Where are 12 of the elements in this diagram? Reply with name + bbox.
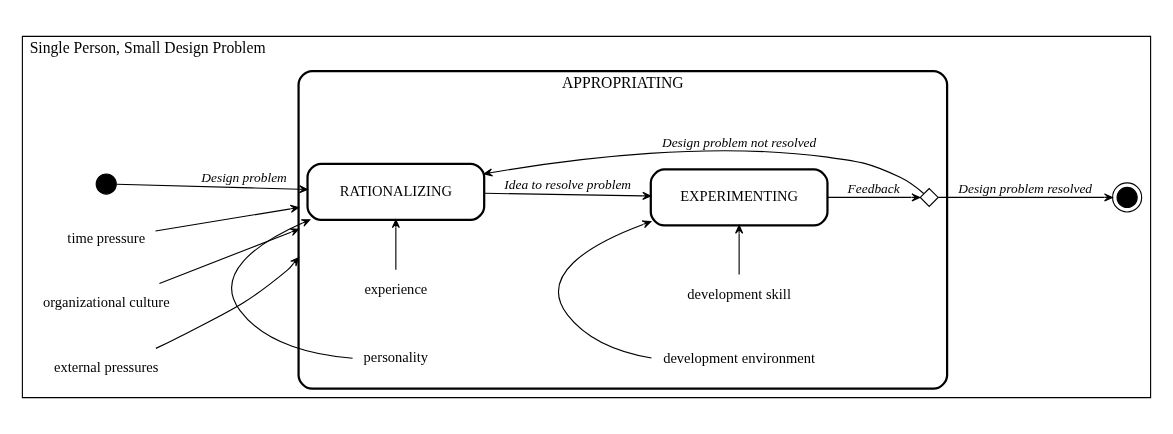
- node-text: organizational culture: [42, 294, 170, 311]
- node-text: external pressures: [54, 359, 159, 376]
- edge-label: Feedback: [847, 180, 900, 196]
- edge-label: Design problem: [201, 170, 287, 186]
- node-text: personality: [363, 349, 429, 366]
- edge-label: Idea to resolve problem: [504, 177, 632, 193]
- node-text: development skill: [687, 285, 791, 302]
- edge-label: Design problem not resolved: [661, 134, 817, 150]
- edge-label: Design problem resolved: [958, 180, 1093, 196]
- node-text: development environment: [663, 350, 816, 367]
- node-text: experience: [364, 281, 428, 298]
- node-text: time pressure: [67, 229, 146, 246]
